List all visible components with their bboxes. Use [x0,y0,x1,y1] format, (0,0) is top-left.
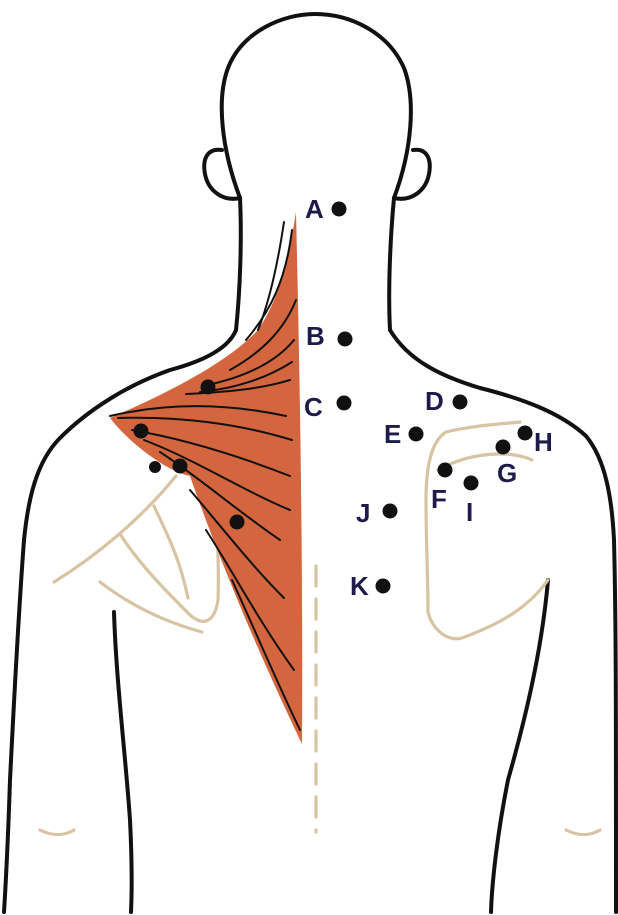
point-f-dot [438,463,453,478]
point-k-label: K [350,571,369,601]
right-scapula [426,422,548,639]
left-scapula [54,476,218,632]
trapezius-muscle [110,212,302,744]
left-torso-side [114,612,132,912]
point-e-label: E [384,419,401,449]
point-b-dot [338,332,353,347]
muscle-point [149,461,161,473]
point-g-label: G [497,458,517,488]
point-k-dot [376,579,391,594]
right-arm-outer [614,540,616,912]
body-outline [4,14,616,912]
point-j-dot [383,504,398,519]
point-i-label: I [466,497,473,527]
right-shoulder-line [390,330,614,540]
muscle-point [173,459,188,474]
point-b-label: B [306,321,325,351]
point-i-dot [464,476,479,491]
left-ear [204,150,240,199]
point-j-label: J [356,498,370,528]
muscle-point [201,380,216,395]
muscle-fill [110,212,302,744]
right-neck [389,198,394,330]
point-h-label: H [534,427,553,457]
point-e-dot [409,427,424,442]
right-crease [566,830,600,835]
point-c-dot [337,396,352,411]
point-a-label: A [305,194,324,224]
right-ear [394,150,430,199]
right-torso-side [491,580,548,912]
head-outline [222,14,411,198]
muscle-point [230,515,245,530]
point-d-label: D [425,386,444,416]
muscle-point [134,424,149,439]
point-d-dot [453,395,468,410]
point-g-dot [496,440,511,455]
left-crease [40,830,74,835]
left-neck [236,198,241,330]
point-a-dot [332,202,347,217]
left-arm-outer [4,540,24,912]
point-c-label: C [304,392,323,422]
point-h-dot [518,426,533,441]
point-f-label: F [431,484,447,514]
